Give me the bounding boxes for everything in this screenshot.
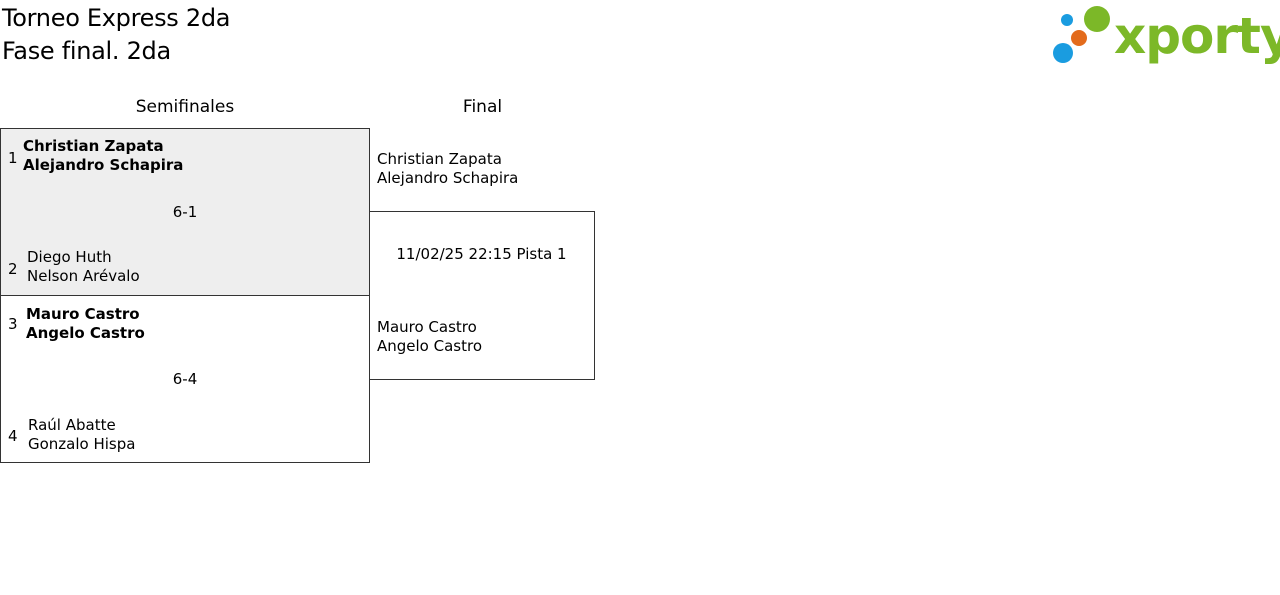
player-name: Mauro Castro: [26, 305, 140, 323]
player-name: Gonzalo Hispa: [28, 435, 136, 453]
player-name: Raúl Abatte: [28, 416, 116, 434]
player-name: Christian Zapata: [23, 137, 164, 155]
player-name: Nelson Arévalo: [27, 267, 140, 285]
player-name: Christian Zapata: [377, 150, 502, 168]
team-winner: Christian Zapata Alejandro Schapira: [23, 137, 183, 175]
phase-subtitle: Fase final. 2da: [2, 37, 171, 65]
semifinal-match-1[interactable]: 1 Christian Zapata Alejandro Schapira 6-…: [0, 128, 370, 296]
round-header-semifinals: Semifinales: [135, 97, 235, 117]
player-name: Angelo Castro: [26, 324, 145, 342]
seed-number: 1: [8, 149, 18, 167]
seed-number: 2: [8, 260, 18, 278]
logo-dot-orange: [1071, 30, 1087, 46]
seed-number: 4: [8, 427, 18, 445]
logo-dots-icon: [1053, 6, 1110, 63]
tournament-title: Torneo Express 2da: [2, 4, 231, 32]
seed-number: 3: [8, 315, 18, 333]
team-loser: Diego Huth Nelson Arévalo: [27, 248, 140, 286]
player-name: Alejandro Schapira: [23, 156, 184, 174]
final-match[interactable]: 11/02/25 22:15 Pista 1 Mauro Castro Ange…: [369, 211, 595, 380]
semifinal-match-2[interactable]: 3 Mauro Castro Angelo Castro 6-4 4 Raúl …: [0, 296, 370, 463]
final-team-top: Christian Zapata Alejandro Schapira: [377, 150, 518, 188]
logo-dot-blue: [1053, 43, 1073, 63]
xporty-logo[interactable]: xporty: [1050, 4, 1280, 68]
logo-wordmark: xporty: [1114, 7, 1280, 65]
team-loser: Raúl Abatte Gonzalo Hispa: [28, 416, 135, 454]
match-score: 6-1: [172, 203, 198, 221]
final-team-bottom: Mauro Castro Angelo Castro: [377, 318, 482, 356]
logo-dot-blue-small: [1061, 14, 1073, 26]
match-score: 6-4: [172, 370, 198, 388]
player-name: Mauro Castro: [377, 318, 477, 336]
player-name: Angelo Castro: [377, 337, 483, 355]
player-name: Diego Huth: [27, 248, 112, 266]
round-header-final: Final: [462, 97, 503, 117]
logo-dot-green: [1084, 6, 1110, 32]
player-name: Alejandro Schapira: [377, 169, 519, 187]
match-schedule: 11/02/25 22:15 Pista 1: [396, 245, 567, 263]
team-winner: Mauro Castro Angelo Castro: [26, 305, 145, 343]
